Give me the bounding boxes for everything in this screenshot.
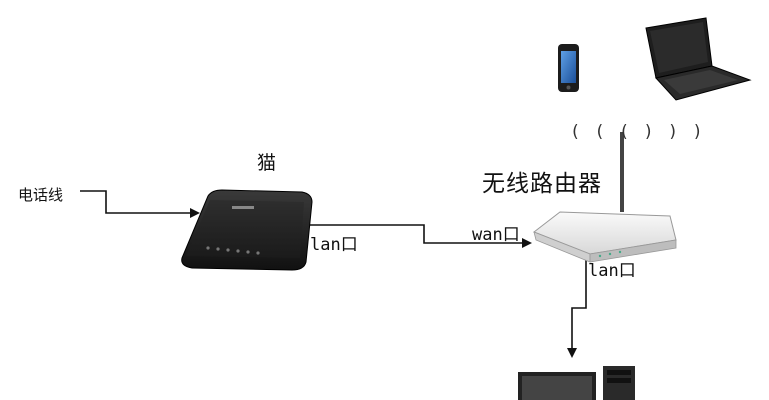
router-icon (532, 132, 677, 263)
desktop-monitor-icon (518, 372, 596, 400)
wifi-signal-indicator: ( ( ( ) ) ) (570, 122, 705, 142)
router-wan-port-label: wan口 (472, 225, 520, 245)
router-label: 无线路由器 (482, 171, 602, 197)
pc-tower-icon (603, 366, 635, 400)
mobile-phone-icon (558, 44, 579, 92)
modem-lan-port-label: lan口 (310, 235, 358, 255)
router-to-desktop-connector (567, 258, 587, 358)
modem-to-router-connector (300, 224, 532, 248)
phone-line-connector (80, 190, 200, 218)
modem-label: 猫 (257, 152, 277, 174)
router-lan-port-label: lan口 (588, 261, 636, 281)
phone-line-label: 电话线 (18, 186, 64, 204)
modem-icon (181, 189, 313, 271)
laptop-icon (645, 17, 752, 101)
